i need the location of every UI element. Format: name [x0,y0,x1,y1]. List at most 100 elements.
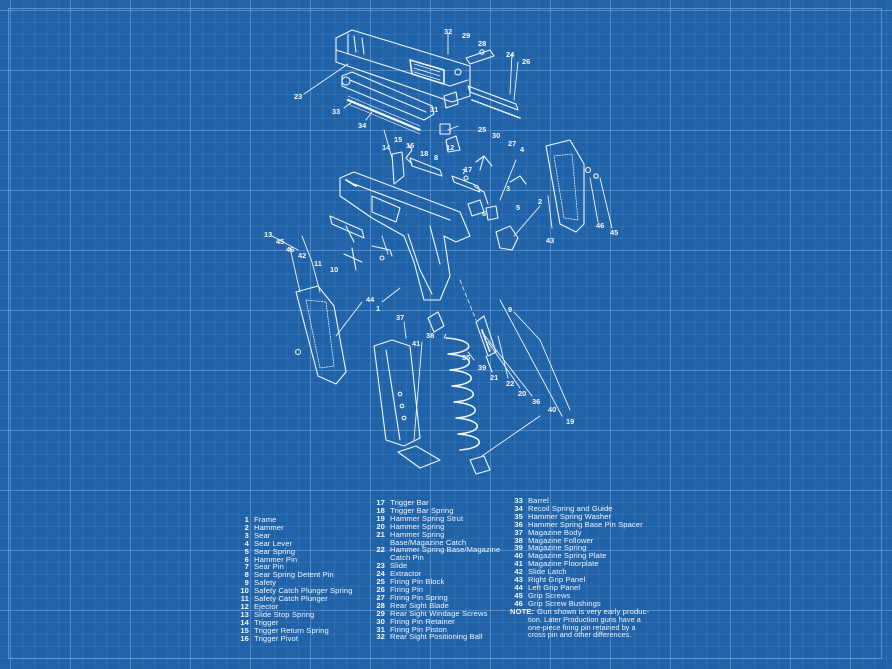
legend-row: 32 Rear Sight Positioning Ball [372,633,500,641]
legend-row: 37 Magazine Body [510,527,658,537]
part-number: 27 [376,592,385,602]
callout-4: 4 [520,145,525,154]
callout-45: 45 [276,237,284,246]
part-number: 44 [514,582,523,592]
part-name: Sear [254,530,271,540]
callout-12: 12 [446,143,454,152]
legend-row: 6 Hammer Pin [236,554,353,564]
legend-row: 41 Magazine Floorplate [510,560,658,568]
barrel-part [341,71,435,121]
part-name: Slide [390,561,408,571]
magazine-floorplate-part [397,445,491,475]
part-number: 9 [244,578,249,588]
part-name: Recoil Spring and Guide [528,503,613,513]
recoil-spring-part [346,95,422,135]
part-number: 23 [376,561,385,571]
magazine-body-part [373,339,421,447]
part-number: 7 [244,562,249,572]
callout-43: 43 [546,236,554,245]
frame-part [339,171,471,301]
callout-26: 26 [522,57,530,66]
callout-21: 21 [490,373,498,382]
legend-row: 23 Slide [372,562,500,570]
part-number: 8 [244,570,249,580]
part-name: Ejector [254,601,279,611]
trigger-part [391,151,481,193]
part-name: Magazine Body [528,527,582,537]
callout-22: 22 [506,379,514,388]
part-number: 18 [376,505,385,515]
callout-33: 33 [332,107,340,116]
callout-36: 36 [532,397,540,406]
callout-46-left: 46 [286,245,294,254]
part-number: 35 [514,511,523,521]
callout-13: 13 [264,230,272,239]
hammer-part [467,175,527,251]
callout-5: 5 [516,203,520,212]
part-number: 41 [514,559,523,569]
callout-25: 25 [478,125,486,134]
callout-7: 7 [462,167,466,176]
part-number: 37 [514,527,523,537]
part-number: 6 [244,554,249,564]
part-number: 1 [244,515,249,524]
part-number: 32 [376,632,385,642]
sheet-border [8,8,882,659]
part-name: Hammer Spring Strut [390,513,464,523]
part-name: Trigger [254,617,279,627]
part-number: 17 [376,498,385,507]
legend-row: Base/Magazine Catch [372,537,500,547]
legend-row: 19 Hammer Spring Strut [372,513,500,523]
callout-46: 46 [596,221,604,230]
part-name: Grip Screw Bushings [528,598,601,608]
left-grip-part [294,285,347,385]
part-name: Hammer Spring Base Pin Spacer [528,519,643,529]
part-name: Barrel [528,496,549,505]
part-number: 16 [240,633,249,643]
part-number: 19 [376,513,385,523]
part-name: Magazine Floorplate [528,559,599,569]
part-number: 42 [514,567,523,577]
part-name: Firing Pin Spring [390,592,448,602]
legend-row: 34 Recoil Spring and Guide [510,505,658,513]
part-name: Grip Screws [528,590,571,600]
part-name: Base/Magazine Catch [390,537,467,547]
legend-row: 27 Firing Pin Spring [372,592,500,602]
part-name: Catch Pin [390,553,424,563]
part-number: 5 [244,546,249,556]
part-number: 40 [514,551,523,561]
note-first-line: Gun shown is very early produc- [537,606,650,616]
callout-27: 27 [508,139,516,148]
callout-8: 8 [434,153,438,162]
part-name: Rear Sight Positioning Ball [390,632,483,642]
part-number: 39 [514,543,523,553]
callout-23: 23 [294,92,302,101]
part-name: Hammer Pin [254,554,298,564]
part-number: 34 [514,503,523,513]
part-number: 4 [244,538,249,548]
part-name: Hammer Spring [390,521,445,531]
